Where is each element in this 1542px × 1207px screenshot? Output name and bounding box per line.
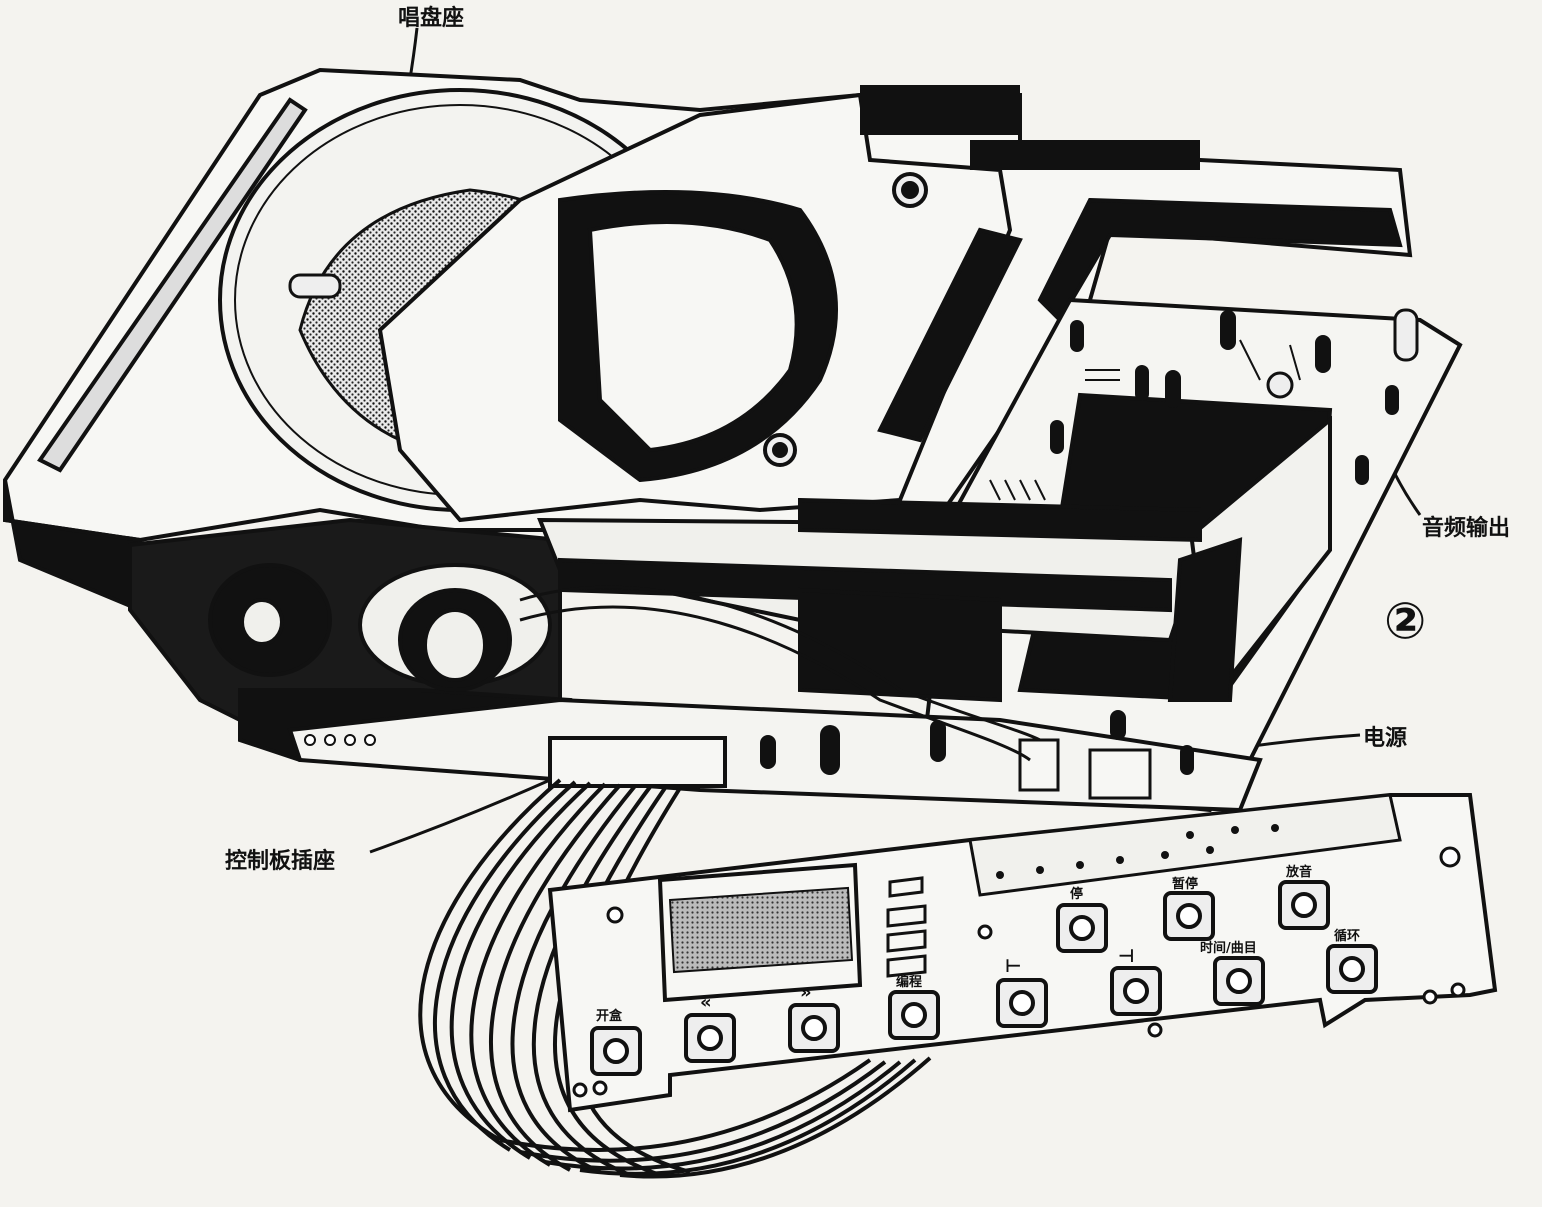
lower-pcb-strip <box>287 697 1263 813</box>
btn-label-forward: » <box>800 982 812 1003</box>
clamper-cover <box>377 85 1403 523</box>
callout-control-socket: 控制板插座 <box>225 849 336 874</box>
btn-label-prev: ⊢ <box>1005 956 1021 977</box>
ribbon-wires <box>418 585 1041 1179</box>
btn-label-next: ⊣ <box>1118 946 1134 967</box>
callout-disc-tray: 唱盘座 <box>398 6 465 31</box>
callout-audio-out: 音频输出 <box>1422 516 1511 541</box>
panel-buttons <box>590 880 1378 1076</box>
btn-label-repeat: 循环 <box>1334 928 1360 944</box>
figure-number: ② <box>1384 592 1427 650</box>
btn-label-rewind: « <box>700 992 712 1013</box>
pickup-sled-rail <box>537 497 1243 703</box>
btn-label-stop: 停 <box>1070 886 1083 902</box>
btn-label-pause: 暂停 <box>1172 876 1198 892</box>
btn-label-open: 开盒 <box>596 1008 623 1024</box>
btn-label-play: 放音 <box>1285 864 1312 880</box>
btn-label-program: 编程 <box>896 974 922 990</box>
control-panel-board: 开盒 « » 编程 ⊢ 停 ⊣ 暂停 时间/曲目 放音 循环 <box>547 793 1498 1113</box>
btn-label-time-track: 时间/曲目 <box>1200 940 1257 956</box>
callout-power: 电源 <box>1363 726 1408 751</box>
